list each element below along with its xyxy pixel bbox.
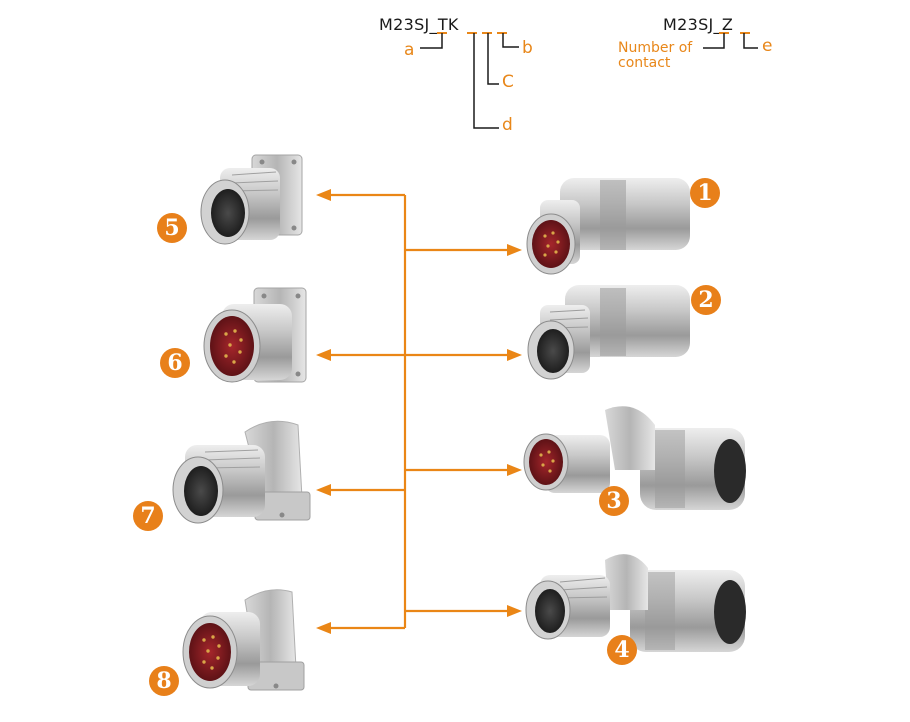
product-6-square-flange-male-receptacle-icon [203, 287, 307, 383]
code-label-c: C [502, 72, 514, 92]
badge-product-5: 5 [157, 213, 187, 243]
mating-arrows [330, 193, 510, 630]
arrowhead-to-7 [316, 484, 331, 496]
leader-d [473, 33, 499, 129]
badge-product-1: 1 [690, 178, 720, 208]
code-label-d: d [502, 115, 513, 135]
badge-product-3: 3 [599, 486, 629, 516]
product-4-angled-female-cable-connector-icon [525, 554, 746, 652]
arrowhead-to-8 [316, 622, 331, 634]
arrowhead-to-1 [507, 244, 522, 256]
arrowhead-to-4 [507, 605, 522, 617]
badge-product-8: 8 [149, 666, 179, 696]
product-5-square-flange-female-receptacle-icon [200, 154, 303, 245]
leader-b [502, 33, 519, 48]
code-leaders [420, 33, 758, 129]
product-2-straight-female-cable-connector-icon [527, 285, 690, 380]
code-label-number-of-contact-line1: Number of [618, 40, 693, 56]
leader-a [420, 33, 443, 49]
part-code-z: M23SJ_Z [663, 15, 734, 34]
code-label-number-of-contact-line2: contact [618, 55, 671, 71]
badge-product-6: 6 [160, 348, 190, 378]
badge-product-4: 4 [607, 635, 637, 665]
code-label-a: a [404, 40, 415, 60]
arrowhead-to-5 [316, 189, 331, 201]
arrowhead-to-2 [507, 349, 522, 361]
product-8-angled-male-receptacle-icon [182, 589, 305, 691]
leader-contacts [703, 33, 725, 49]
badge-product-2: 2 [691, 285, 721, 315]
product-3-angled-male-cable-connector-icon [523, 406, 746, 510]
code-label-b: b [522, 38, 533, 58]
leader-c [487, 33, 499, 85]
part-code-tk: M23SJ_TK [379, 15, 459, 34]
arrowhead-to-6 [316, 349, 331, 361]
product-1-straight-male-cable-connector-icon [526, 178, 690, 275]
leader-e [743, 33, 758, 49]
arrowhead-to-3 [507, 464, 522, 476]
product-7-angled-female-receptacle-icon [172, 420, 311, 524]
code-label-e: e [762, 36, 773, 56]
badge-product-7: 7 [133, 501, 163, 531]
arrowheads [316, 189, 522, 634]
